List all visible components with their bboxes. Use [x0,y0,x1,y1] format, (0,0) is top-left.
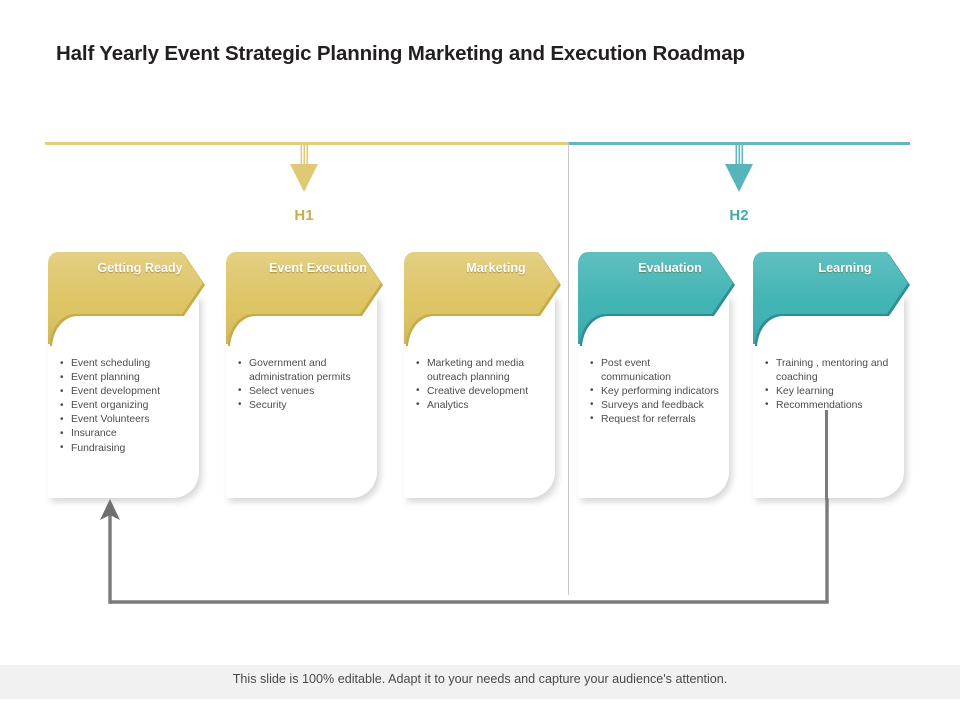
phase-divider [568,143,569,595]
list-item: Key performing indicators [590,384,722,399]
footer-band [0,665,960,699]
phase-label-h1: H1 [294,207,314,224]
list-item: Event development [60,385,192,399]
stage-card-evaluation[interactable]: Evaluation Post event communication Key … [578,252,735,498]
stage-card-getting-ready[interactable]: Getting Ready Event scheduling Event pla… [48,252,205,498]
feedback-loop-arrow [95,398,840,610]
list-item: Training , mentoring and coaching [765,356,897,384]
list-item: Security [238,398,370,413]
stage-card-list: Training , mentoring and coaching Key le… [765,356,897,413]
phase-rule-h1 [45,142,568,145]
list-item: Post event communication [590,356,722,384]
page-title: Half Yearly Event Strategic Planning Mar… [56,42,745,65]
list-item: Analytics [416,398,548,413]
list-item: Creative development [416,384,548,399]
list-item: Insurance [60,427,192,441]
stage-card-list: Post event communication Key performing … [590,356,722,427]
list-item: Event planning [60,371,192,385]
list-item: Event Volunteers [60,413,192,427]
list-item: Select venues [238,384,370,399]
list-item: Key learning [765,384,897,399]
stage-card-title: Getting Ready [97,261,183,275]
list-item: Government and administration permits [238,356,370,384]
list-item: Request for referrals [590,412,722,427]
stage-card-title: Marketing [466,261,526,275]
arrow-down-icon-h2 [721,144,757,196]
stage-card-marketing[interactable]: Marketing Marketing and media outreach p… [404,252,561,498]
stage-card-title: Learning [818,261,872,275]
stage-card-title: Evaluation [638,261,702,275]
list-item: Event organizing [60,399,192,413]
feedback-loop-segment-over-card [825,410,829,500]
list-item: Surveys and feedback [590,398,722,413]
list-item: Recommendations [765,398,897,413]
list-item: Event scheduling [60,357,192,371]
list-item: Marketing and media outreach planning [416,356,548,384]
footer-note: This slide is 100% editable. Adapt it to… [232,672,728,686]
stage-card-list: Marketing and media outreach planning Cr… [416,356,548,413]
stage-card-list: Event scheduling Event planning Event de… [60,357,192,456]
phase-label-h2: H2 [729,207,749,224]
stage-card-list: Government and administration permits Se… [238,356,370,413]
stage-card-event-execution[interactable]: Event Execution Government and administr… [226,252,383,498]
stage-card-title: Event Execution [269,261,367,275]
phase-rule-h2 [568,142,910,145]
list-item: Fundraising [60,441,192,456]
stage-card-learning[interactable]: Learning Training , mentoring and coachi… [753,252,910,498]
arrow-down-icon-h1 [286,144,322,196]
